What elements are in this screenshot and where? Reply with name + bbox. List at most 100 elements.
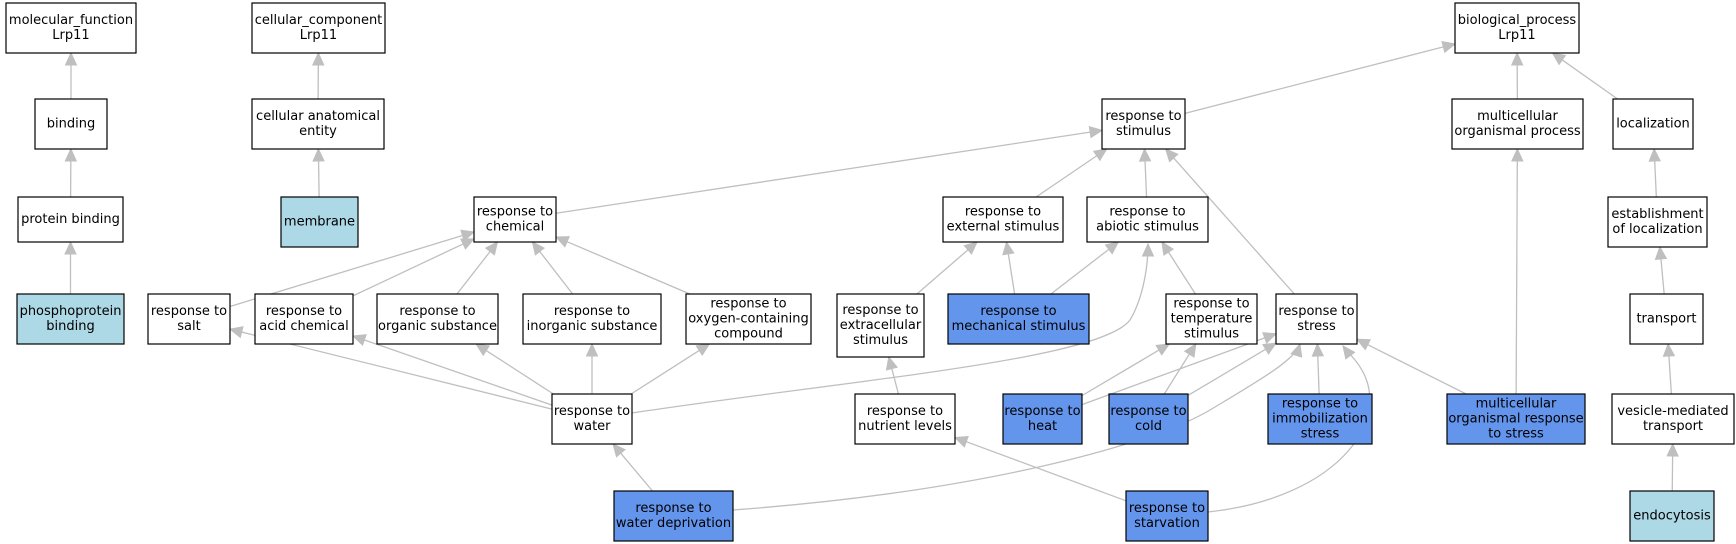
edge-protein_binding-to-binding — [64, 147, 78, 198]
go-term-node-membrane[interactable]: membrane — [280, 196, 359, 248]
node-box — [522, 293, 662, 345]
node-box — [947, 293, 1090, 345]
node-label-line: response to — [980, 304, 1056, 319]
edge-arrowhead — [312, 147, 325, 162]
edge-line — [1660, 258, 1665, 295]
edge-rwater-to-rocc — [630, 343, 711, 395]
node-box — [17, 196, 124, 243]
node-label-line: extracellular — [840, 318, 922, 333]
edge-arrowhead — [554, 236, 570, 248]
node-label-line: binding — [46, 319, 94, 334]
node-label-line: membrane — [284, 215, 355, 230]
edge-arrowhead — [64, 240, 77, 255]
edge-line — [1187, 348, 1267, 397]
edge-eol-to-loc — [1648, 147, 1661, 198]
node-label-line: stimulus — [1184, 327, 1239, 342]
edge-line — [1050, 248, 1110, 295]
go-term-node-protein_binding[interactable]: protein binding — [17, 196, 124, 243]
node-label-line: response to — [399, 304, 475, 319]
node-box — [5, 2, 137, 54]
edge-mors-to-rstress — [1355, 338, 1467, 395]
node-box — [1611, 393, 1735, 445]
edge-line — [352, 243, 464, 297]
node-label-line: protein binding — [21, 212, 120, 227]
edge-arrowhead — [1510, 51, 1524, 66]
edge-rcold-to-rstress — [1187, 342, 1278, 397]
node-box — [613, 490, 734, 542]
edge-arrowhead — [475, 343, 491, 357]
node-box — [1125, 490, 1209, 542]
node-label-line: heat — [1028, 419, 1057, 434]
edge-line — [1515, 160, 1518, 395]
go-term-node-transport[interactable]: transport — [1629, 293, 1704, 345]
go-term-node-endo[interactable]: endocytosis — [1629, 490, 1715, 542]
edge-rstarv-to-rnl — [953, 435, 1127, 502]
edge-rts-to-bp — [1184, 40, 1457, 114]
edge-arrowhead — [228, 326, 244, 339]
edge-line — [1561, 59, 1618, 100]
edge-arrowhead — [484, 241, 499, 256]
edge-mors-to-mop — [1511, 147, 1524, 395]
edge-arrowhead — [1311, 342, 1325, 357]
node-label-line: mechanical stimulus — [952, 319, 1086, 334]
edge-arrowhead — [695, 343, 711, 357]
edge-cae-to-cc — [312, 51, 325, 100]
node-label-line: response to — [266, 304, 342, 319]
edge-arrowhead — [1002, 240, 1015, 256]
node-label-line: entity — [299, 124, 337, 139]
node-label-line: response to — [1173, 297, 1249, 312]
edge-endo-to-vmt — [1666, 442, 1679, 492]
node-label-line: response to — [1105, 109, 1181, 124]
node-box — [34, 98, 108, 150]
node-box — [1607, 196, 1708, 248]
node-label-line: response to — [1129, 501, 1205, 516]
edge-arrowhead — [1342, 345, 1356, 360]
node-box — [1275, 293, 1358, 345]
edge-arrowhead — [1262, 332, 1278, 344]
node-label-line: starvation — [1134, 516, 1200, 531]
node-label-line: to stress — [1488, 427, 1544, 442]
go-term-node-loc[interactable]: localization — [1612, 98, 1694, 150]
edge-line — [241, 331, 553, 410]
node-box — [854, 393, 956, 445]
node-box — [1629, 293, 1704, 345]
node-label-line: salt — [177, 319, 200, 334]
go-term-node-binding[interactable]: binding — [34, 98, 108, 150]
node-box — [836, 293, 925, 358]
node-box — [1002, 393, 1083, 445]
edge-ris-to-rtc — [531, 241, 574, 295]
edge-line — [1167, 251, 1196, 295]
edge-rwater-to-rtsalt — [228, 326, 553, 410]
node-label-line: response to — [1109, 205, 1185, 220]
node-label-line: Lrp11 — [300, 28, 337, 43]
